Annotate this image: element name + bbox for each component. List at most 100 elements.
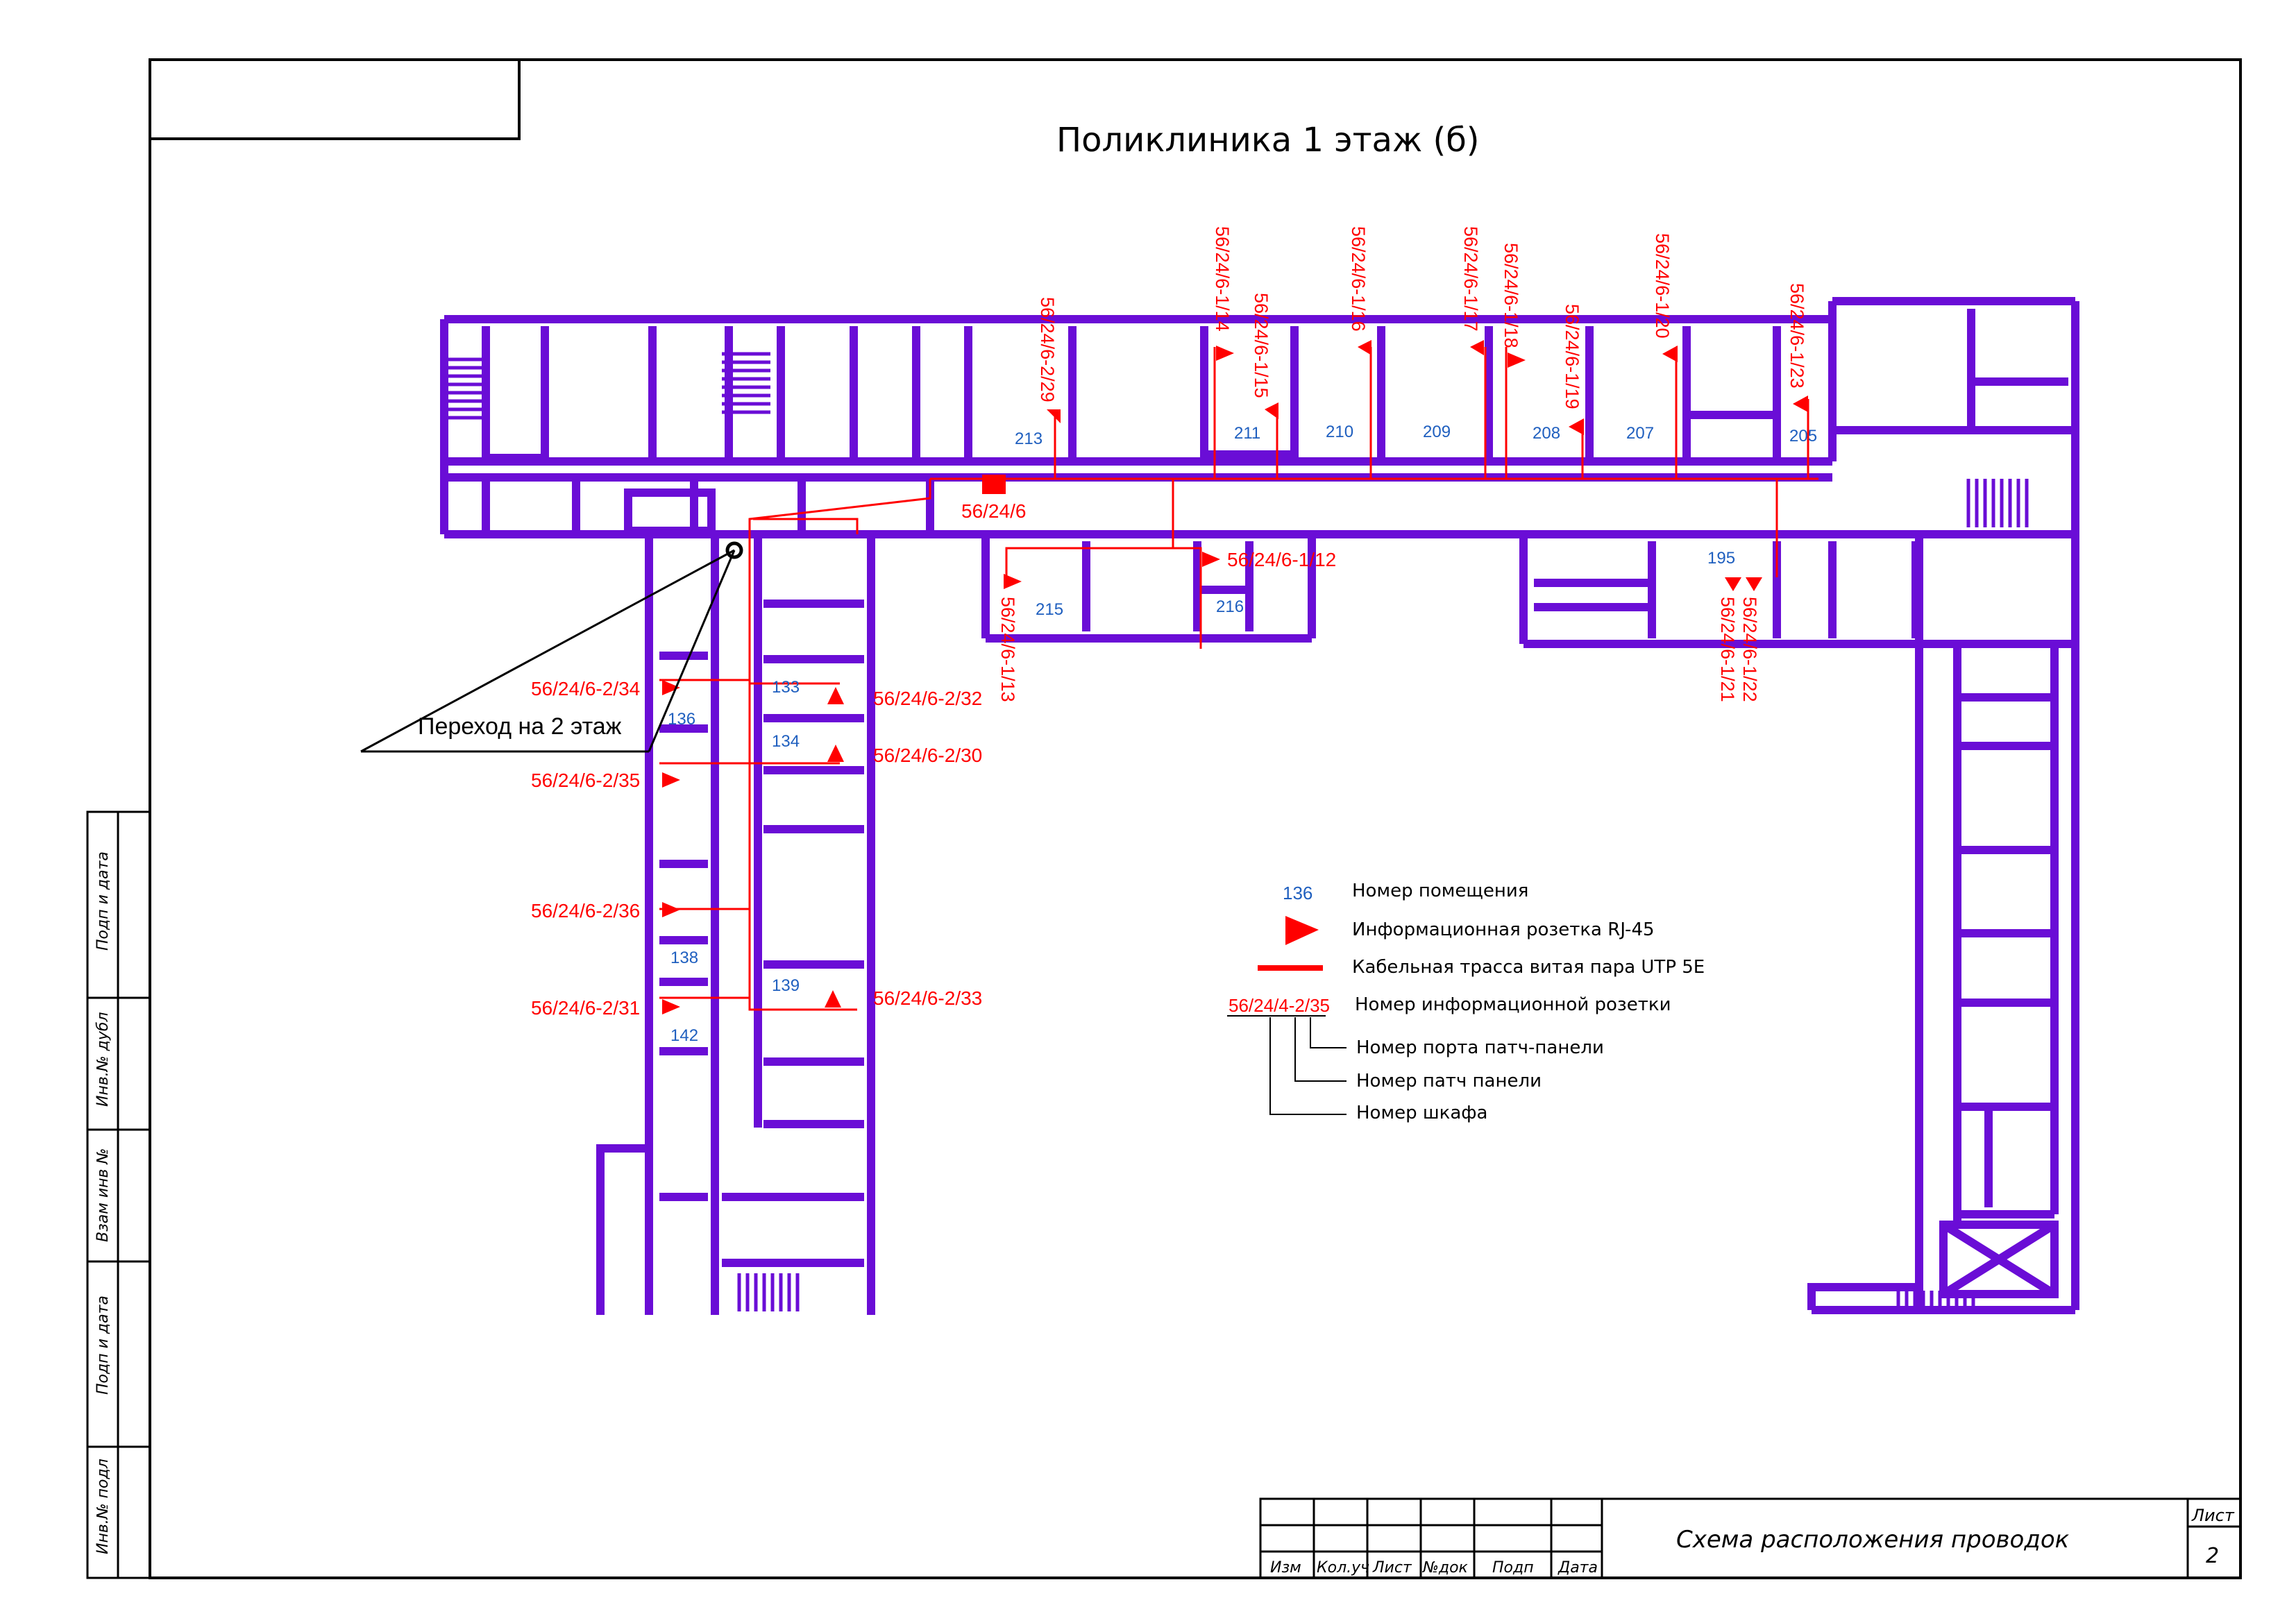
room-number: 136 (668, 710, 695, 729)
socket-label: 56/24/6-2/29 (1037, 297, 1058, 402)
side-stamp-label: Взам инв № (94, 1148, 112, 1242)
legend-socket-number-sample: 56/24/4-2/35 (1229, 995, 1330, 1016)
socket-marker (827, 687, 844, 704)
socket-marker (662, 999, 680, 1014)
socket-label: 56/24/6-1/21 (1717, 597, 1738, 702)
building-walls (440, 297, 2079, 1315)
room-number: 207 (1626, 424, 1654, 443)
title-block-header: Лист (1372, 1559, 1412, 1577)
socket-marker (1047, 409, 1061, 423)
legend-port-text: Номер порта патч-панели (1356, 1037, 1604, 1058)
cable-routes (659, 347, 1818, 1011)
legend-cable-text: Кабельная трасса витая пара UTP 5E (1352, 957, 1705, 978)
title-block (1259, 1497, 2242, 1579)
socket-marker (1746, 577, 1762, 591)
stairs-hatching (448, 352, 2029, 1311)
title-block-header: Дата (1558, 1559, 1598, 1577)
room-number: 211 (1234, 424, 1260, 443)
transition-leader (360, 541, 743, 753)
socket-marker (1508, 352, 1526, 368)
legend-socket-text: Информационная розетка RJ-45 (1352, 919, 1655, 940)
room-number: 138 (670, 949, 698, 967)
side-stamp-labels: Инв.№ подл Подп и дата Взам инв № Инв.№ … (94, 851, 112, 1554)
socket-label: 56/24/6-1/22 (1739, 597, 1760, 702)
title-block-headers: Изм Кол.уч Лист №док Подп Дата (1270, 1559, 1598, 1577)
legend-room-sample: 136 (1283, 883, 1312, 903)
room-number: 209 (1423, 423, 1451, 441)
socket-label: 56/24/6-1/16 (1348, 226, 1369, 332)
socket-marker (1004, 574, 1022, 589)
room-number: 213 (1015, 430, 1043, 448)
transition-label: Переход на 2 этаж (418, 713, 622, 740)
room-number: 142 (670, 1026, 698, 1045)
room-number: 134 (772, 732, 800, 751)
socket-label: 56/24/6-2/36 (531, 900, 640, 921)
sheet-caption: Схема расположения проводок (1676, 1526, 2070, 1554)
sheet-number: 2 (2206, 1544, 2219, 1568)
socket-marker (1662, 346, 1678, 362)
socket-marker (1216, 346, 1234, 361)
room-numbers: 213 211 210 209 208 207 205 215 216 195 … (668, 423, 1817, 1045)
room-number: 205 (1789, 427, 1817, 445)
socket-label: 56/24/6-1/13 (997, 597, 1018, 702)
socket-label: 56/24/6-1/20 (1652, 233, 1673, 339)
socket-label: 56/24/6-2/35 (531, 770, 640, 791)
sheet-label: Лист (2191, 1506, 2235, 1525)
room-number: 133 (772, 678, 800, 697)
room-number: 215 (1036, 600, 1063, 619)
legend: 136 Номер помещения Информационная розет… (1227, 881, 1705, 1123)
side-stamp-label: Инв.№ подл (94, 1459, 112, 1554)
socket-marker (662, 902, 680, 917)
socket-label: 56/24/6-1/23 (1787, 283, 1807, 389)
title-block-header: Подп (1492, 1559, 1534, 1577)
room-number: 139 (772, 976, 800, 995)
socket-label: 56/24/6-2/31 (531, 997, 640, 1019)
side-stamp-label: Подп и дата (94, 1295, 112, 1395)
socket-label: 56/24/6-1/12 (1227, 549, 1336, 570)
socket-marker (1793, 396, 1808, 412)
socket-marker (827, 745, 844, 762)
socket-marker (662, 772, 680, 788)
socket-label: 56/24/6-1/17 (1460, 226, 1481, 332)
cabinet-label: 56/24/6 (961, 500, 1026, 522)
room-number: 210 (1326, 423, 1353, 441)
title-block-header: Кол.уч (1317, 1559, 1369, 1577)
socket-marker (1358, 340, 1371, 355)
side-stamp-label: Подп и дата (94, 851, 112, 951)
room-number: 208 (1533, 424, 1560, 443)
socket-label: 56/24/6-1/14 (1212, 226, 1233, 332)
socket-marker (1470, 340, 1484, 355)
socket-marker (1725, 577, 1741, 591)
room-number: 216 (1216, 597, 1244, 616)
socket-marker (1202, 552, 1220, 567)
socket-labels-vertical: 56/24/6-2/29 56/24/6-1/14 56/24/6-1/15 5… (997, 226, 1807, 702)
socket-label: 56/24/6-2/33 (873, 987, 982, 1009)
legend-socket-number-text: Номер информационной розетки (1355, 994, 1671, 1015)
side-stamp (86, 810, 151, 1579)
socket-label: 56/24/6-2/34 (531, 678, 640, 699)
socket-marker (1569, 418, 1584, 435)
legend-socket-icon (1285, 916, 1319, 945)
rj45-socket-markers (662, 340, 1808, 1014)
side-stamp-label: Инв.№ дубл (94, 1012, 112, 1107)
legend-panel-text: Номер патч панели (1356, 1071, 1542, 1091)
socket-labels-horizontal: 56/24/6-1/12 56/24/6-2/34 56/24/6-2/35 5… (531, 549, 1336, 1019)
legend-leaders (1227, 1015, 1347, 1115)
title-block-header: Изм (1270, 1559, 1301, 1577)
title-block-header: №док (1422, 1559, 1469, 1577)
socket-marker (662, 680, 680, 695)
sheet-frame (149, 58, 2242, 1579)
drawing-title: Поликлиника 1 этаж (б) (1056, 121, 1480, 160)
socket-label: 56/24/6-1/18 (1501, 243, 1521, 348)
socket-label: 56/24/6-1/19 (1562, 304, 1582, 409)
socket-label: 56/24/6-1/15 (1251, 293, 1272, 398)
legend-room-text: Номер помещения (1352, 881, 1528, 901)
socket-label: 56/24/6-2/32 (873, 688, 982, 709)
socket-marker (1265, 402, 1278, 419)
socket-label: 56/24/6-2/30 (873, 745, 982, 766)
legend-cabinet-text: Номер шкафа (1356, 1103, 1487, 1123)
room-number: 195 (1707, 549, 1735, 568)
socket-marker (825, 990, 841, 1008)
network-cabinet-marker (982, 475, 1006, 494)
